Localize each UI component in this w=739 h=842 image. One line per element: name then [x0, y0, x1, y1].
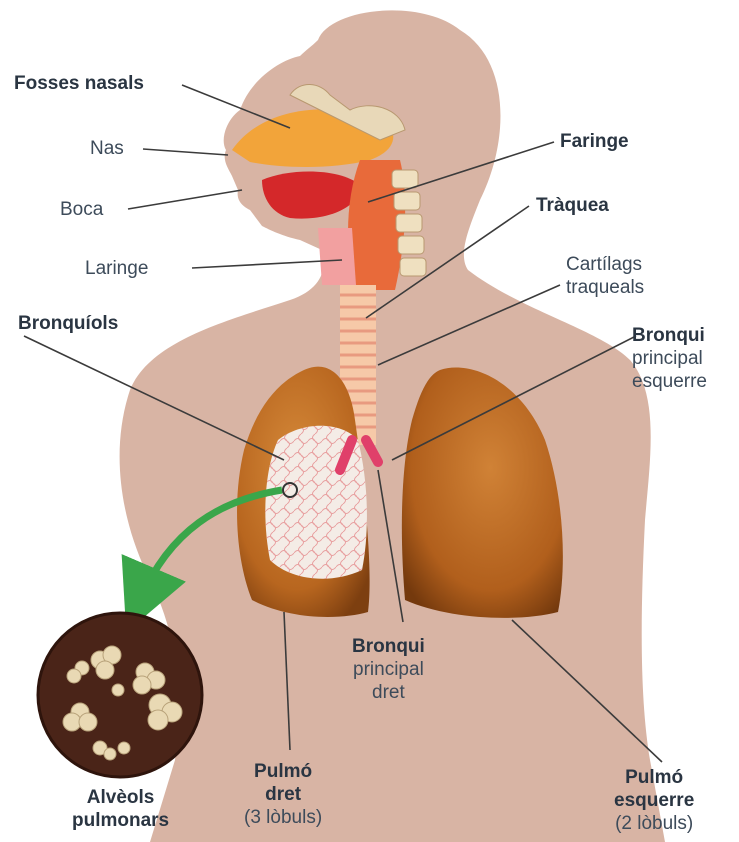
label-faringe: Faringe: [560, 130, 629, 153]
label-bronqui-dret-line2: principal: [352, 658, 425, 681]
label-bronqui-dret-line1: Bronqui: [352, 635, 425, 658]
label-bronquiols: Bronquíols: [18, 312, 118, 335]
label-bronqui-principal-dret: Bronqui principal dret: [352, 635, 425, 704]
label-pulmo-esq-line2: esquerre: [614, 789, 694, 812]
label-pulmo-esq-line1: Pulmó: [614, 766, 694, 789]
label-pulmo-dret-line1: Pulmó: [244, 760, 322, 783]
label-pulmo-dret-line3: (3 lòbuls): [244, 806, 322, 829]
label-cartilags-traqueals: Cartílags traqueals: [566, 253, 644, 299]
label-bronqui-esq-line3: esquerre: [632, 370, 707, 393]
label-bronqui-esq-line2: principal: [632, 347, 707, 370]
label-alveols-line1: Alvèols: [72, 786, 169, 809]
label-traquea: Tràquea: [536, 194, 609, 217]
larynx: [318, 228, 356, 285]
label-alveols-line2: pulmonars: [72, 809, 169, 832]
label-cartilags-line1: Cartílags: [566, 253, 644, 276]
label-fosses-nasals: Fosses nasals: [14, 72, 144, 95]
label-bronqui-esq-line1: Bronqui: [632, 324, 707, 347]
label-pulmo-esq-line3: (2 lòbuls): [614, 812, 694, 835]
alveoli-inset: [38, 613, 202, 777]
label-laringe: Laringe: [85, 257, 148, 280]
label-bronqui-dret-line3: dret: [352, 681, 425, 704]
label-cartilags-line2: traqueals: [566, 276, 644, 299]
label-nas: Nas: [90, 137, 124, 160]
label-boca: Boca: [60, 198, 103, 221]
label-pulmo-dret-line2: dret: [244, 783, 322, 806]
label-pulmo-dret: Pulmó dret (3 lòbuls): [244, 760, 322, 829]
label-pulmo-esquerre: Pulmó esquerre (2 lòbuls): [614, 766, 694, 835]
label-alveols-pulmonars: Alvèols pulmonars: [72, 786, 169, 832]
label-bronqui-principal-esquerre: Bronqui principal esquerre: [632, 324, 707, 393]
